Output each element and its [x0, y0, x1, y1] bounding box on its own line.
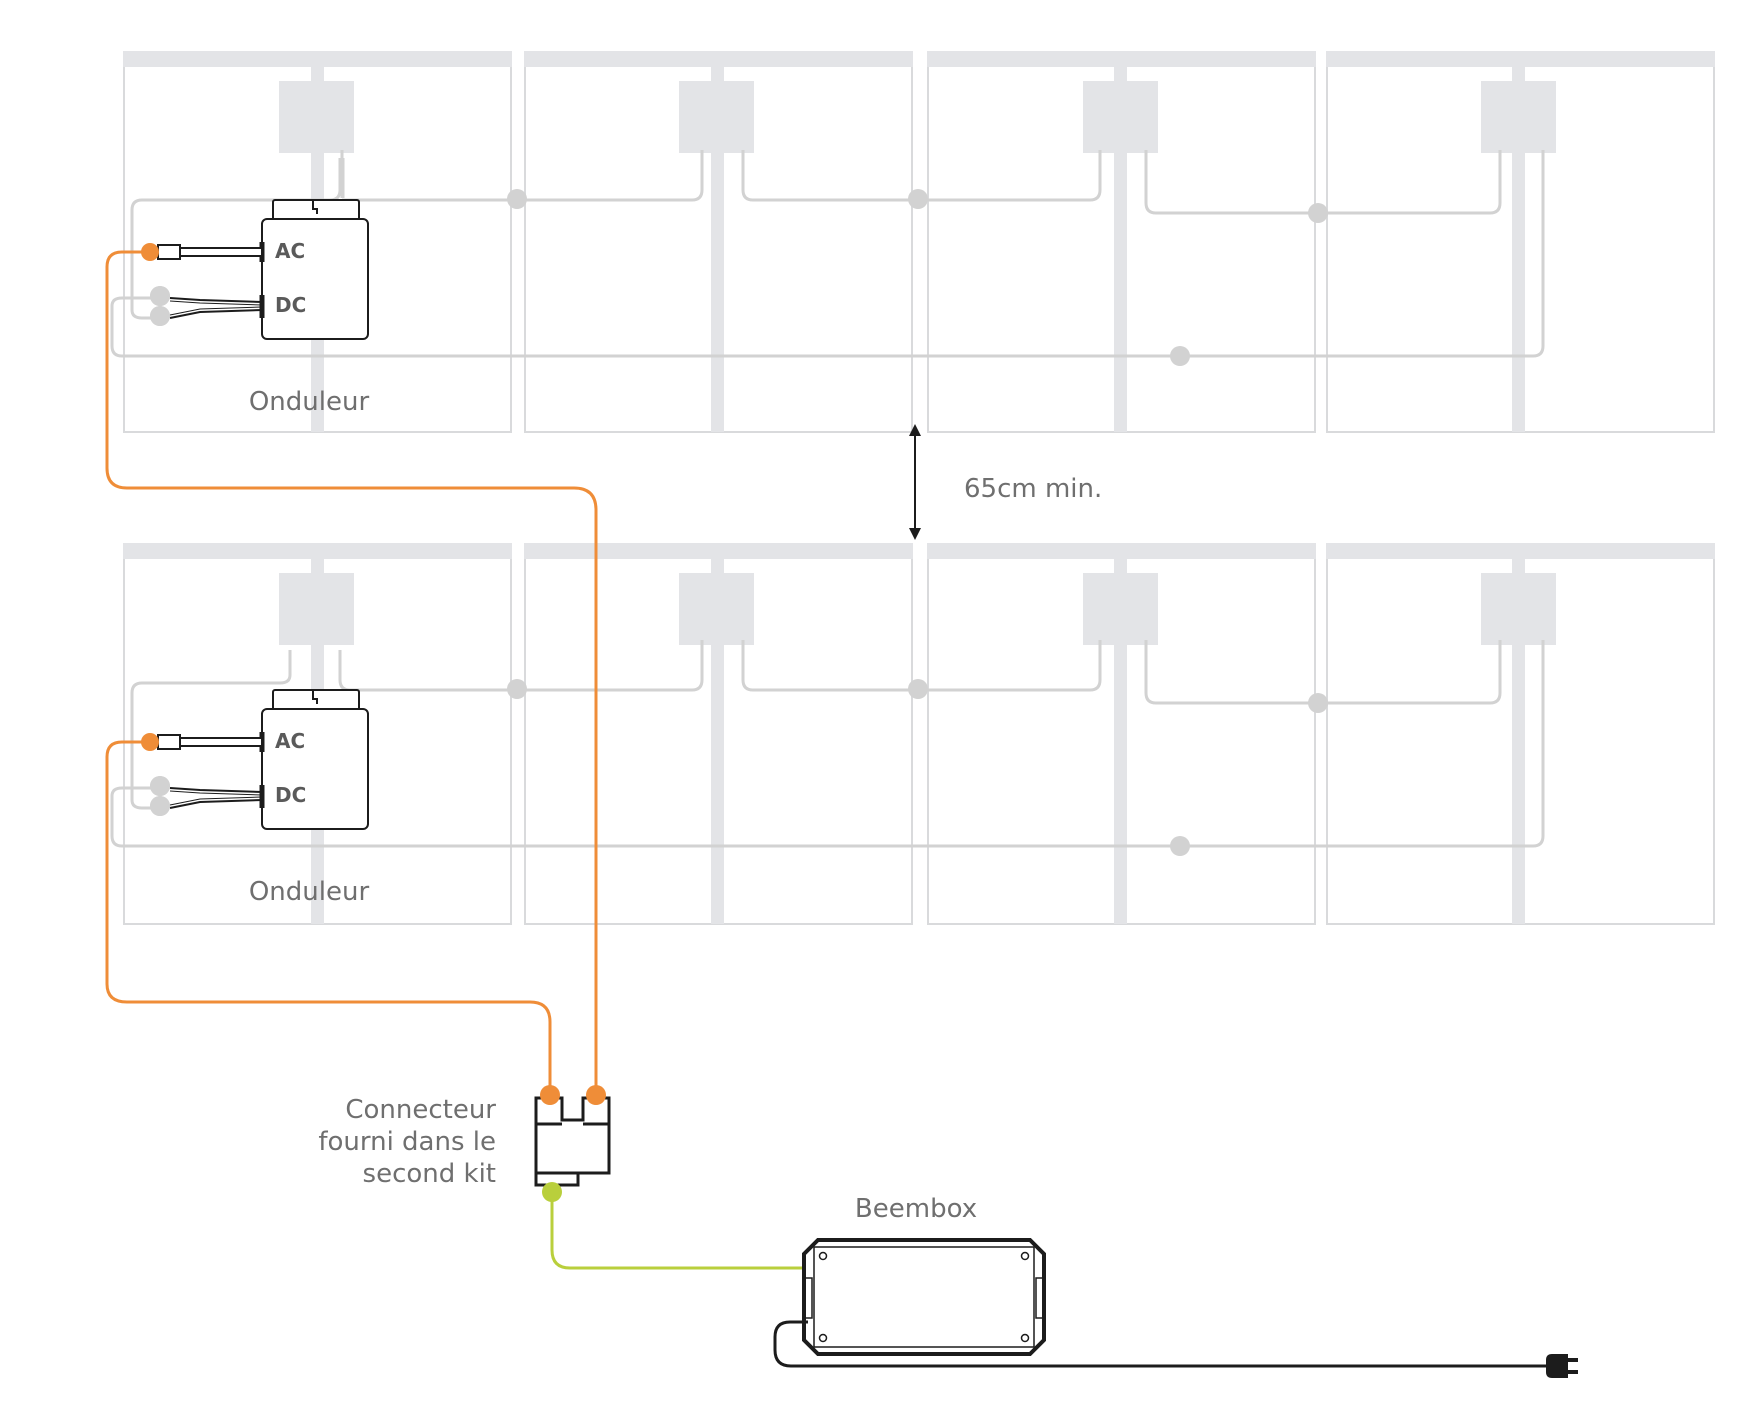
panel-top-rail — [1326, 51, 1715, 67]
dc-cable — [130, 650, 292, 810]
ac-input-dot — [586, 1085, 606, 1105]
cable-joint-dot — [908, 679, 928, 699]
dc-lead — [169, 790, 263, 806]
arrow-head-up — [909, 424, 921, 436]
dc-connector-dot — [150, 776, 170, 796]
beembox-inner-panel — [813, 1246, 1035, 1348]
panel-top-rail — [927, 51, 1316, 67]
dc-cable — [110, 640, 1545, 848]
plug-icon — [1546, 1354, 1568, 1378]
dc-connector-dot — [150, 796, 170, 816]
junction-box — [679, 81, 754, 153]
output-cable — [550, 1192, 812, 1270]
lower-panel-row — [123, 543, 1715, 925]
connector-label-line3: second kit — [363, 1159, 496, 1189]
panel-top-rail — [524, 543, 913, 559]
inverter-lower: AC DC Onduleur — [157, 689, 370, 907]
cable-joint-dot — [507, 189, 527, 209]
screw-icon — [1020, 1333, 1030, 1343]
cable-joint-dot — [1308, 203, 1328, 223]
dc-lead — [169, 297, 263, 319]
lower-dc-cabling — [110, 640, 1545, 856]
inverter-notch-icon — [312, 200, 318, 214]
ac-lead-plug — [157, 734, 181, 750]
dc-cable — [340, 150, 704, 202]
mount-slot-left — [806, 1277, 813, 1319]
ac-input-dot — [540, 1085, 560, 1105]
plug-pin — [1568, 1370, 1578, 1374]
inverter-label: Onduleur — [249, 877, 370, 907]
panel-mounting-rail — [1512, 559, 1525, 924]
upper-panel-row — [123, 51, 1715, 433]
spacing-indicator: 65cm min. — [909, 424, 1102, 540]
panel-mounting-rail — [711, 67, 724, 432]
ac-lead — [179, 247, 263, 257]
inverter-body — [261, 218, 369, 340]
panel-top-rail — [524, 51, 913, 67]
connector-label-line1: Connecteur — [345, 1095, 496, 1125]
dc-cable — [110, 150, 1545, 358]
junction-box — [279, 573, 354, 645]
panel-mounting-rail — [711, 559, 724, 924]
junction-box — [279, 81, 354, 153]
dc-port-label: DC — [275, 293, 306, 317]
screw-icon — [1020, 1251, 1030, 1261]
junction-box — [1083, 81, 1158, 153]
ac-connector-dot — [141, 243, 159, 261]
ac-lead-plug — [157, 244, 181, 260]
dc-connector-dot — [150, 306, 170, 326]
mains-cable — [773, 1320, 1578, 1378]
screw-icon — [818, 1251, 828, 1261]
ac-port-label: AC — [275, 239, 305, 263]
panel-top-rail — [123, 51, 512, 67]
connector-label-line2: fourni dans le — [318, 1127, 496, 1157]
ac-cable-lower — [105, 740, 552, 1095]
mount-slot-right — [1035, 1277, 1042, 1319]
spacing-label: 65cm min. — [964, 474, 1102, 504]
ac-cable-upper — [105, 250, 598, 1095]
beembox: Beembox — [802, 1194, 1046, 1356]
mains-wire — [773, 1320, 1548, 1368]
junction-box — [1481, 81, 1556, 153]
junction-box — [1083, 573, 1158, 645]
panel-mounting-rail — [1512, 67, 1525, 432]
dc-lead — [169, 787, 263, 809]
arrow-head-down — [909, 528, 921, 540]
y-connector: Connecteur fourni dans le second kit — [318, 1085, 611, 1202]
screw-icon — [818, 1333, 828, 1343]
panel-top-rail — [123, 543, 512, 559]
ac-port-label: AC — [275, 729, 305, 753]
dc-cable — [1144, 640, 1502, 705]
ac-lead — [179, 737, 263, 747]
ac-cabling — [105, 243, 598, 1095]
panel-top-rail — [1326, 543, 1715, 559]
beembox-label: Beembox — [855, 1194, 977, 1224]
cable-joint-dot — [1170, 836, 1190, 856]
cable-joint-dot — [1170, 346, 1190, 366]
plug-pin — [1568, 1358, 1578, 1362]
junction-box — [1481, 573, 1556, 645]
junction-box — [679, 573, 754, 645]
inverter-notch-icon — [312, 690, 318, 704]
ac-connector-dot — [141, 733, 159, 751]
cable-joint-dot — [507, 679, 527, 699]
beembox-body — [802, 1238, 1046, 1356]
panel-top-rail — [927, 543, 1316, 559]
dc-connector-dot — [150, 286, 170, 306]
panel-mounting-rail — [1114, 67, 1127, 432]
cable-joint-dot — [908, 189, 928, 209]
inverter-body — [261, 708, 369, 830]
dc-cable — [1144, 150, 1502, 215]
inverter-upper: AC DC Onduleur — [157, 199, 370, 417]
dc-lead — [169, 300, 263, 316]
dc-port-label: DC — [275, 783, 306, 807]
panel-mounting-rail — [1114, 559, 1127, 924]
connector-icon — [534, 1096, 611, 1187]
inverter-label: Onduleur — [249, 387, 370, 417]
cable-joint-dot — [1308, 693, 1328, 713]
